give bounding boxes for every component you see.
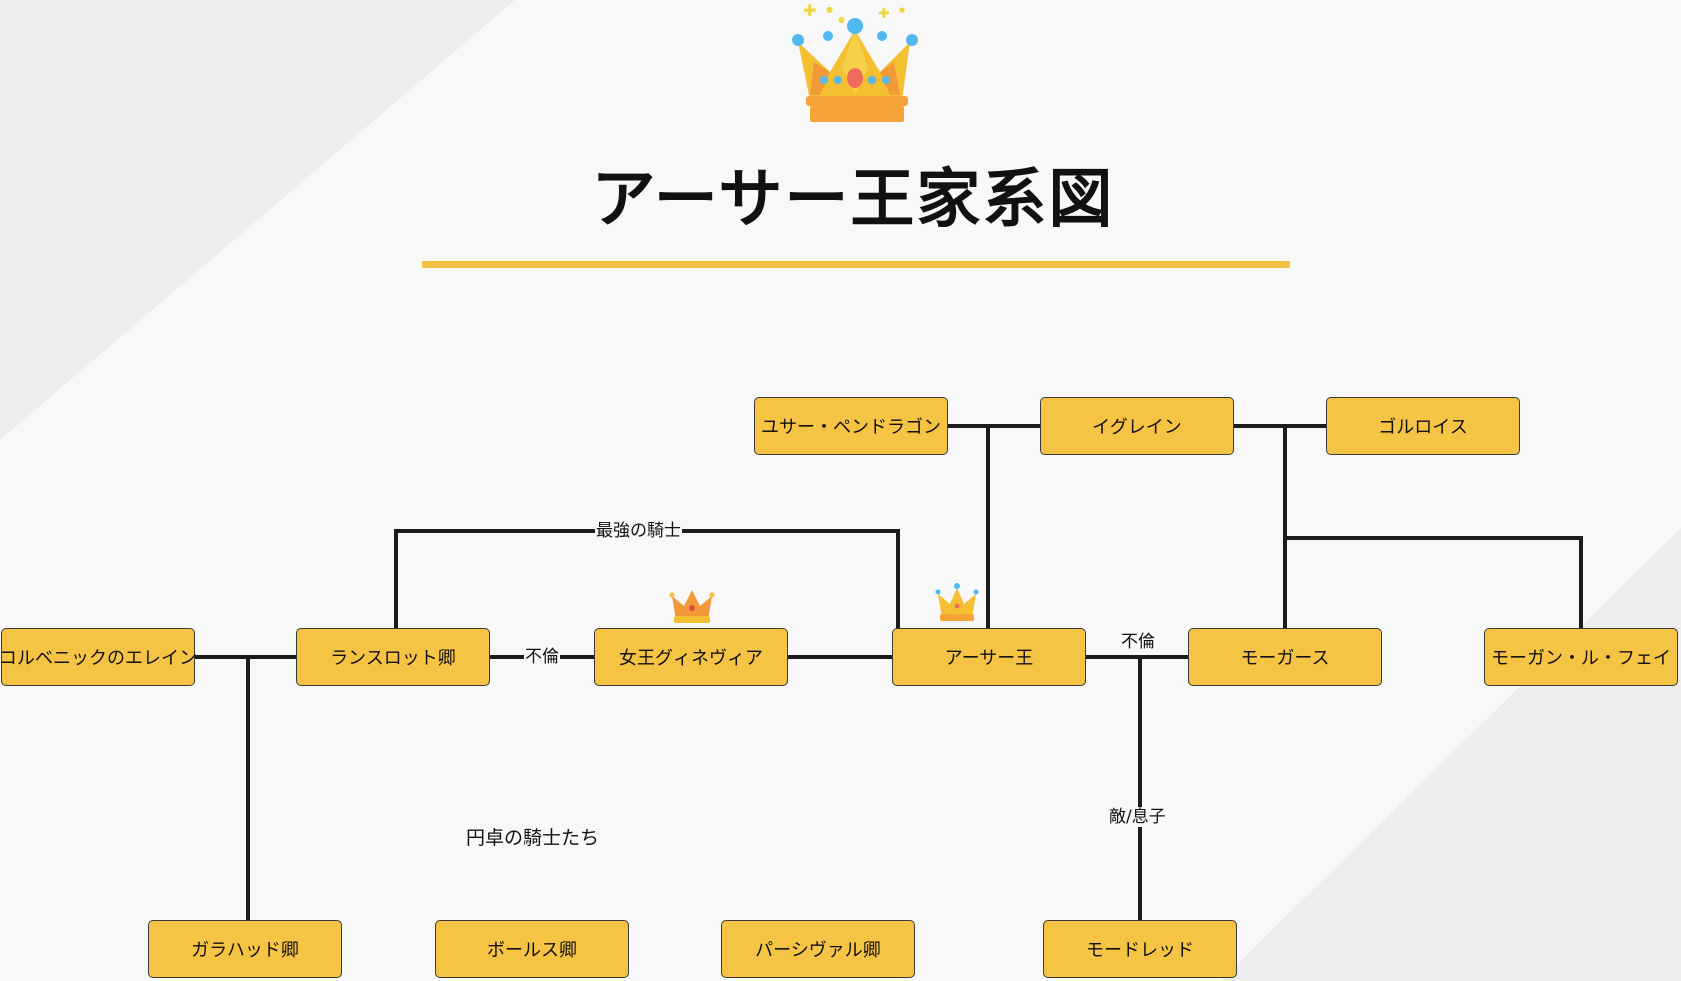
node-uther[interactable]: ユサー・ペンドラゴン xyxy=(754,397,948,455)
node-percival[interactable]: パーシヴァル卿 xyxy=(721,920,915,978)
node-guinevere[interactable]: 女王グィネヴィア xyxy=(594,628,788,686)
node-morgause[interactable]: モーガース xyxy=(1188,628,1382,686)
svg-text:●: ● xyxy=(838,15,845,24)
node-lancelot[interactable]: ランスロット卿 xyxy=(296,628,490,686)
edge-label-enemy-son: 敵/息子 xyxy=(1108,807,1167,827)
title-underline xyxy=(422,261,1290,268)
crown-icon-guinevere xyxy=(669,590,715,623)
line-strongest-knight xyxy=(394,529,900,630)
svg-text:●: ● xyxy=(899,6,905,14)
node-mordred[interactable]: モードレッド xyxy=(1043,920,1237,978)
background-corner-top-left xyxy=(0,0,515,440)
node-gorlois[interactable]: ゴルロイス xyxy=(1326,397,1520,455)
crown-icon-arthur xyxy=(935,583,979,621)
group-label-round-table: 円卓の騎士たち xyxy=(466,827,600,849)
edge-label-affair-lancelot-guinevere: 不倫 xyxy=(524,647,560,667)
svg-text:✚: ✚ xyxy=(803,1,816,20)
edge-label-strongest-knight: 最強の騎士 xyxy=(595,521,682,541)
node-morgan[interactable]: モーガン・ル・フェイ xyxy=(1484,628,1678,686)
page-title: アーサー王家系図 xyxy=(591,163,1115,237)
svg-text:●: ● xyxy=(826,5,833,14)
node-arthur[interactable]: アーサー王 xyxy=(892,628,1086,686)
crown-icon-large: ✚ ● ● ✚ ● xyxy=(792,1,918,122)
node-igraine[interactable]: イグレイン xyxy=(1040,397,1234,455)
svg-text:✚: ✚ xyxy=(878,6,890,22)
node-elaine[interactable]: コルベニックのエレイン xyxy=(0,628,197,686)
node-bors[interactable]: ボールス卿 xyxy=(435,920,629,978)
edge-label-affair-arthur-morgause: 不倫 xyxy=(1120,632,1156,652)
node-galahad[interactable]: ガラハッド卿 xyxy=(148,920,342,978)
